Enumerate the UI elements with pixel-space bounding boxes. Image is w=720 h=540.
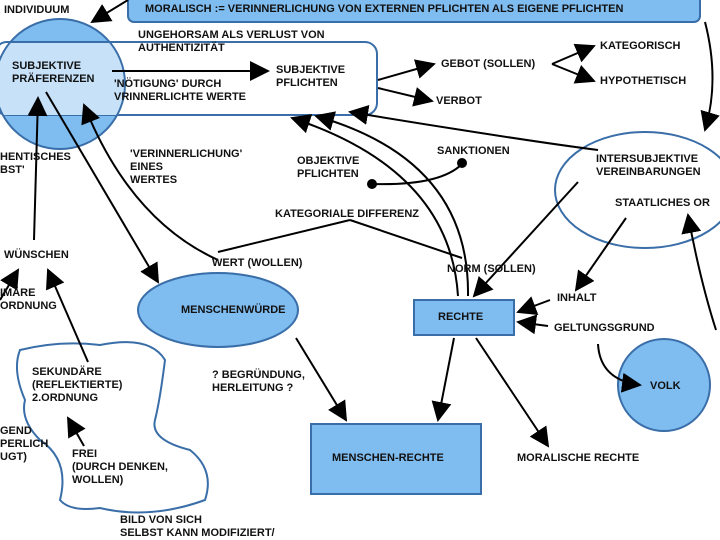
connector-lines xyxy=(217,163,463,259)
label-menschenrechte: MENSCHEN-RECHTE xyxy=(332,452,444,464)
label-objektive-pflichten: OBJEKTIVE PFLICHTEN xyxy=(297,155,360,180)
moralisch-box xyxy=(127,0,701,23)
label-menschenwuerde: MENSCHENWÜRDE xyxy=(181,304,286,316)
label-inhalt: INHALT xyxy=(557,292,597,304)
label-geltungsgrund: GELTUNGSGRUND xyxy=(554,322,655,334)
label-begruendung: ? BEGRÜNDUNG, HERLEITUNG ? xyxy=(212,369,305,394)
label-wert: WERT (WOLLEN) xyxy=(212,257,303,269)
menschenrechte-node xyxy=(310,423,482,495)
subjektive-ebene-box xyxy=(0,41,378,116)
label-authentisches-selbst: HENTISCHES BST' xyxy=(0,151,71,176)
label-individuum: INDIVIDUUM xyxy=(4,4,70,16)
volk-node xyxy=(617,338,711,432)
cloud-shape xyxy=(15,341,209,514)
label-gebot: GEBOT (SOLLEN) xyxy=(441,58,536,70)
label-norm: NORM (SOLLEN) xyxy=(447,263,536,275)
arrows xyxy=(0,0,720,448)
label-ungehorsam: UNGEHORSAM ALS VERLUST VON AUTHENTIZITÄT xyxy=(138,29,325,54)
label-subjektive-pflichten: SUBJEKTIVE PFLICHTEN xyxy=(276,64,346,89)
menschenwuerde-node xyxy=(137,272,299,348)
label-bild-von-sich: BILD VON SICH SELBST KANN MODIFIZIERT/ xyxy=(120,514,275,539)
label-staatliches: STAATLICHES OR xyxy=(615,197,710,209)
label-volk: VOLK xyxy=(650,380,681,392)
label-wuenschen: WÜNSCHEN xyxy=(4,249,69,261)
intersubjektive-node xyxy=(554,131,720,249)
label-kategoriale-differenz: KATEGORIALE DIFFERENZ xyxy=(275,208,420,220)
label-sekundaere: SEKUNDÄRE (REFLEKTIERTE) 2.ORDNUNG xyxy=(32,366,123,404)
label-kategorisch: KATEGORISCH xyxy=(600,40,681,52)
label-subjektive-praeferenzen: SUBJEKTIVE PRÄFERENZEN xyxy=(12,60,95,85)
label-koerperlich: GEND PERLICH UGT) xyxy=(0,425,49,463)
label-intersubjektive: INTERSUBJEKTIVE VEREINBARUNGEN xyxy=(596,153,701,178)
label-hypothetisch: HYPOTHETISCH xyxy=(600,75,687,87)
label-moralische-rechte: MORALISCHE RECHTE xyxy=(517,452,640,464)
label-verbot: VERBOT xyxy=(436,95,482,107)
label-primaere-ordnung: IMÄRE ORDNUNG xyxy=(0,287,57,312)
label-moralisch: MORALISCH := VERINNERLICHUNG VON EXTERNE… xyxy=(145,3,624,15)
label-frei: FREI (DURCH DENKEN, WOLLEN) xyxy=(72,448,168,486)
label-rechte: RECHTE xyxy=(438,311,484,323)
label-noetigung: 'NÖTIGUNG' DURCH VRINNERLICHTE WERTE xyxy=(114,78,246,103)
label-sanktionen: SANKTIONEN xyxy=(437,145,510,157)
rechte-node xyxy=(413,299,515,336)
label-verinnerlichung: 'VERINNERLICHUNG' EINES WERTES xyxy=(130,148,243,186)
